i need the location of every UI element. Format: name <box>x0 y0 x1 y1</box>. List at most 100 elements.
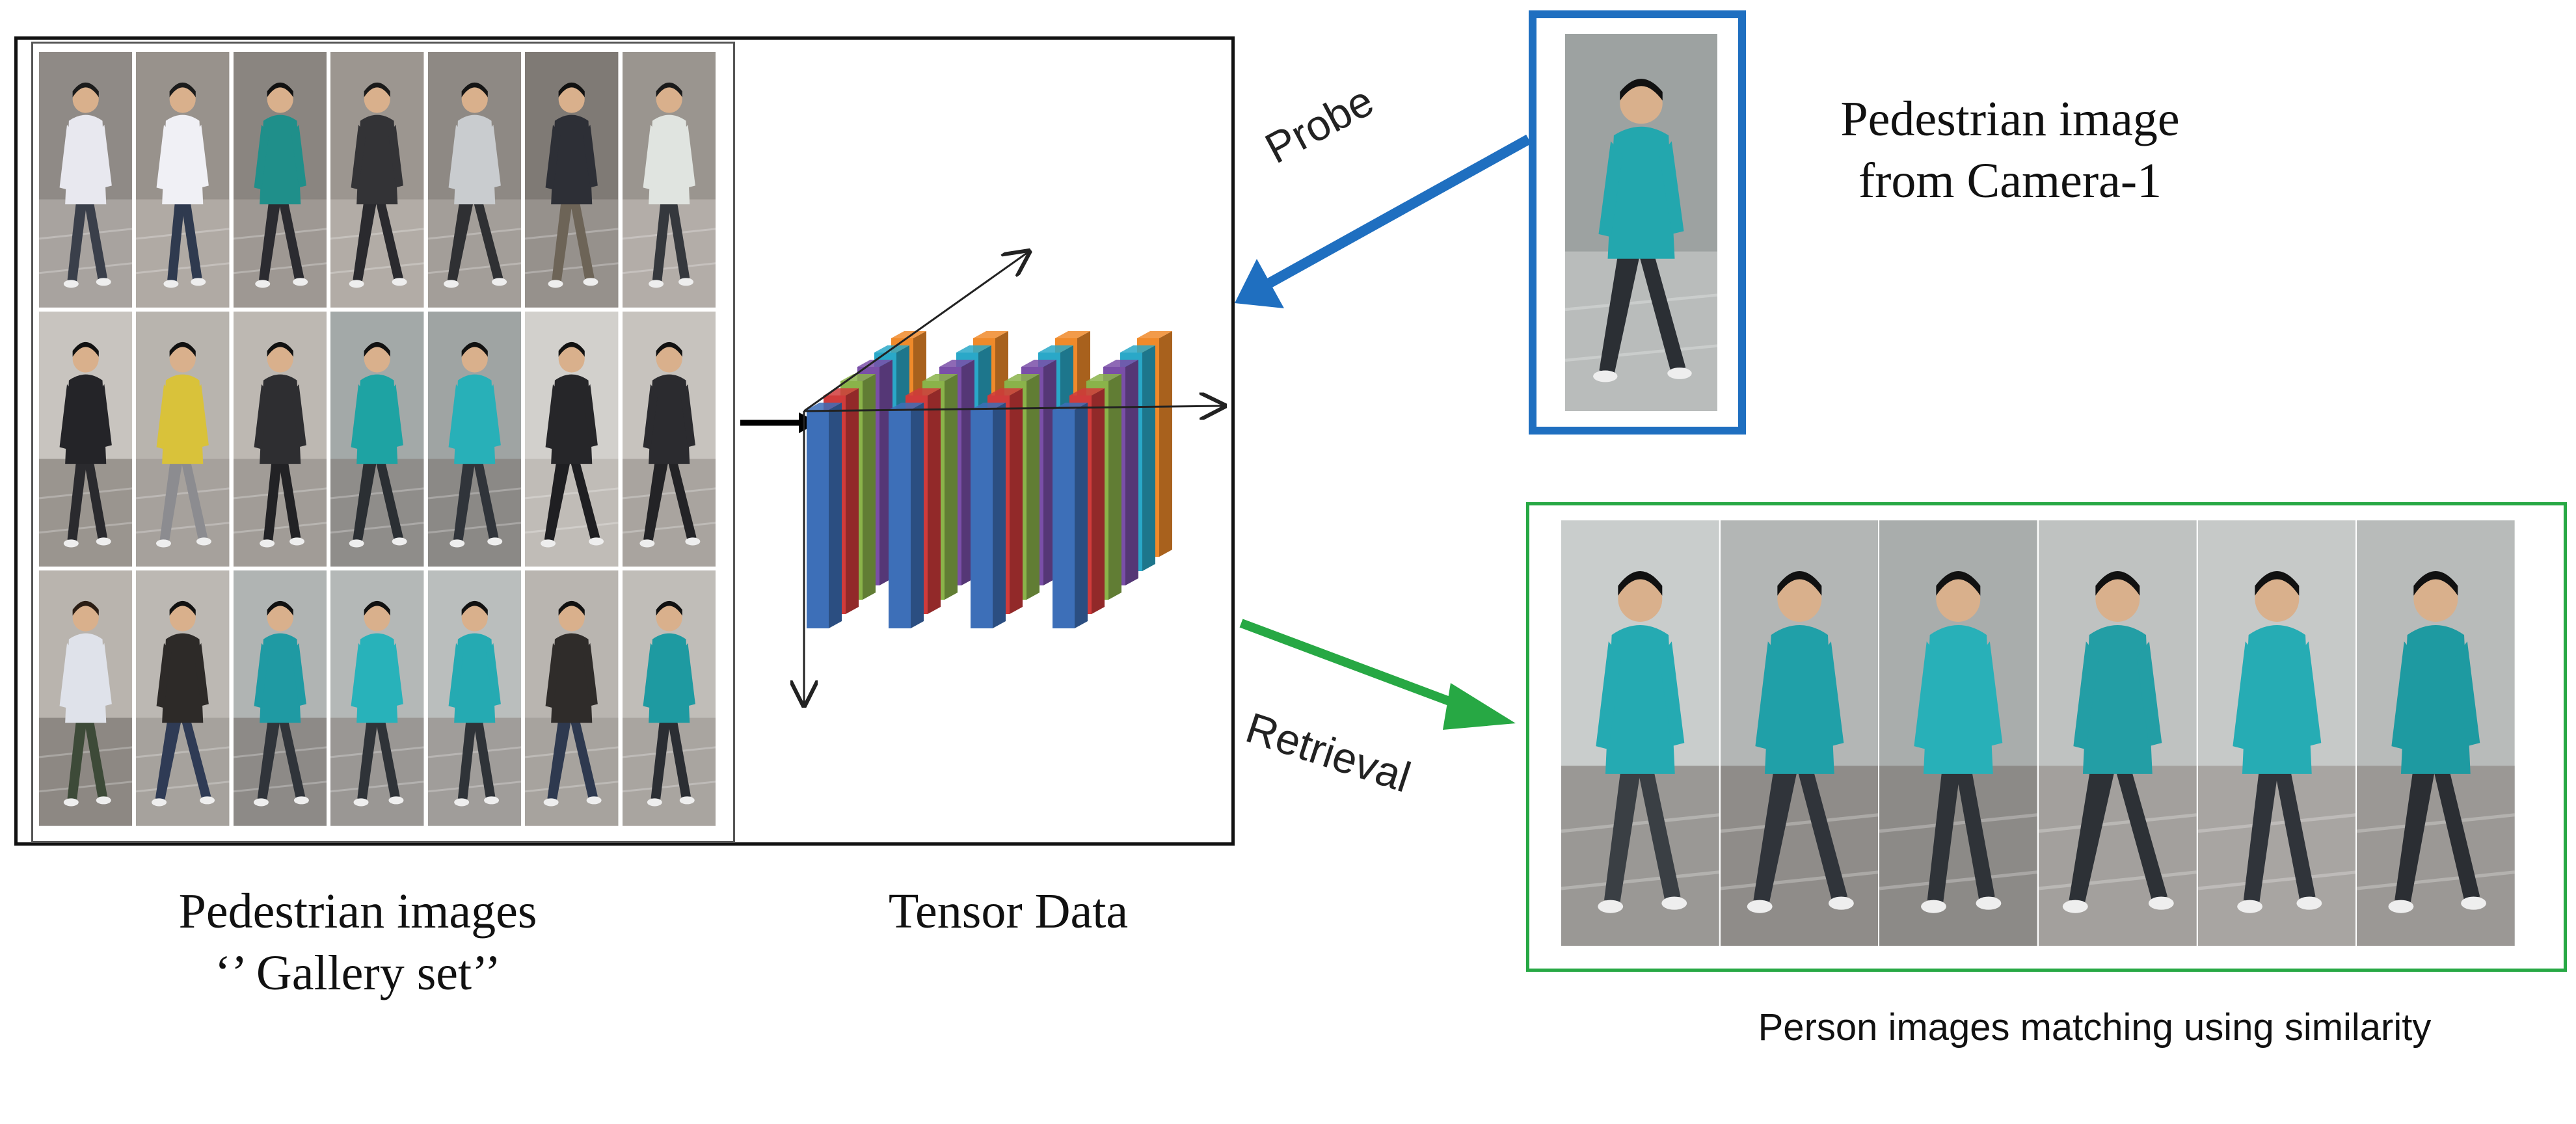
tensor-axis-horizontal <box>803 406 1223 411</box>
retrieval-results-frame <box>1526 502 2567 972</box>
gallery-image <box>233 52 327 308</box>
tensor-bar-top <box>1086 374 1121 381</box>
probe-pedestrian-image <box>1565 34 1717 411</box>
gallery-image <box>525 52 619 308</box>
tensor-bar-side <box>945 374 958 600</box>
pedestrian-figure-icon <box>2039 520 2197 946</box>
tensor-bar-side <box>1142 345 1155 571</box>
pedestrian-figure-icon <box>622 570 716 826</box>
retrieval-results-row <box>1561 520 2516 946</box>
pedestrian-figure-icon <box>1879 520 2038 946</box>
pedestrian-figure-icon <box>136 570 230 826</box>
pedestrian-figure-icon <box>525 52 619 308</box>
pedestrian-figure-icon <box>427 52 522 308</box>
gallery-image <box>622 570 716 826</box>
gallery-image <box>525 311 619 567</box>
gallery-image <box>330 311 424 567</box>
matched-person-image <box>2357 520 2516 946</box>
pedestrian-figure-icon <box>39 570 133 826</box>
tensor-bar-side <box>993 403 1006 628</box>
gallery-image <box>622 52 716 308</box>
gallery-image <box>622 311 716 567</box>
tensor-bar-side <box>829 403 842 628</box>
tensor-bar-top <box>807 403 842 410</box>
pedestrian-figure-icon <box>330 52 424 308</box>
tensor-bar-side <box>1159 331 1172 557</box>
gallery-set-frame <box>31 42 735 843</box>
gallery-image <box>39 52 133 308</box>
tensor-caption: Tensor Data <box>888 884 1129 939</box>
gallery-caption-line1: Pedestrian images <box>178 884 537 939</box>
tensor-bar-top <box>1055 331 1090 338</box>
tensor-bar-top <box>824 388 859 395</box>
matched-person-image <box>1720 520 1879 946</box>
gallery-image <box>39 570 133 826</box>
tensor-bar-top <box>987 388 1023 395</box>
tensor-bar-front <box>889 410 911 628</box>
gallery-caption-line2: ‘’ Gallery set’’ <box>214 946 502 1000</box>
pedestrian-figure-icon <box>233 52 327 308</box>
tensor-bar-top <box>1021 360 1056 367</box>
gallery-image <box>136 311 230 567</box>
pedestrian-figure-icon <box>39 52 133 308</box>
tensor-bar-top <box>1004 374 1040 381</box>
gallery-image <box>233 570 327 826</box>
probe-arrow <box>1235 135 1531 308</box>
tensor-bar-top <box>906 388 941 395</box>
tensor-bar-top <box>889 403 924 410</box>
probe-caption-line1: Pedestrian image <box>1840 92 2180 146</box>
gallery-image <box>525 570 619 826</box>
tensor-data-diagram <box>781 234 1236 729</box>
pedestrian-figure-icon <box>525 570 619 826</box>
tensor-bar-top <box>1120 345 1155 353</box>
pedestrian-figure-icon <box>1565 34 1717 411</box>
tensor-bar-side <box>1010 388 1023 614</box>
tensor-bar-top <box>857 360 892 367</box>
tensor-bar-top <box>1069 388 1105 395</box>
tensor-bar-top <box>891 331 926 338</box>
probe-caption: Pedestrian image from Camera-1 <box>1750 88 2270 212</box>
tensor-bar-side <box>846 388 859 614</box>
tensor-bar-front <box>1053 410 1075 628</box>
matched-person-image <box>2197 520 2356 946</box>
pedestrian-figure-icon <box>330 570 424 826</box>
tensor-bar-side <box>1075 403 1088 628</box>
gallery-image <box>330 570 424 826</box>
tensor-bar-top <box>922 374 958 381</box>
tensor-bar-front <box>807 410 829 628</box>
tensor-bar-side <box>863 374 876 600</box>
gallery-grid <box>39 52 716 826</box>
pedestrian-figure-icon <box>136 52 230 308</box>
tensor-bar-top <box>1103 360 1138 367</box>
pedestrian-figure-icon <box>427 570 522 826</box>
retrieval-caption: Person images matching using similarity <box>1758 1006 2432 1049</box>
gallery-image <box>427 52 522 308</box>
gallery-image <box>427 311 522 567</box>
gallery-caption: Pedestrian images ‘’ Gallery set’’ <box>52 881 664 1004</box>
tensor-bar-top <box>1038 345 1073 353</box>
tensor-bar-top <box>973 331 1008 338</box>
probe-image-frame <box>1529 10 1746 435</box>
probe-caption-line2: from Camera-1 <box>1858 154 2162 208</box>
tensor-bar-side <box>1092 388 1105 614</box>
tensor-bar-side <box>1125 360 1138 585</box>
matched-person-image <box>1879 520 2038 946</box>
matched-person-image <box>1561 520 1719 946</box>
pedestrian-figure-icon <box>330 311 424 567</box>
tensor-bar-top <box>939 360 974 367</box>
tensor-axis-depth <box>803 252 1028 412</box>
pedestrian-figure-icon <box>1561 520 1719 946</box>
gallery-tensor-frame <box>14 36 1235 846</box>
pedestrian-figure-icon <box>39 311 133 567</box>
pedestrian-figure-icon <box>622 311 716 567</box>
pedestrian-figure-icon <box>233 311 327 567</box>
retrieval-arrow <box>1239 619 1516 730</box>
pedestrian-figure-icon <box>2357 520 2516 946</box>
tensor-bar-side <box>1108 374 1121 600</box>
tensor-bar-front <box>971 410 993 628</box>
pedestrian-figure-icon <box>427 311 522 567</box>
tensor-bar-top <box>1137 331 1172 338</box>
pedestrian-figure-icon <box>233 570 327 826</box>
tensor-bar-top <box>956 345 991 353</box>
gallery-image <box>136 570 230 826</box>
